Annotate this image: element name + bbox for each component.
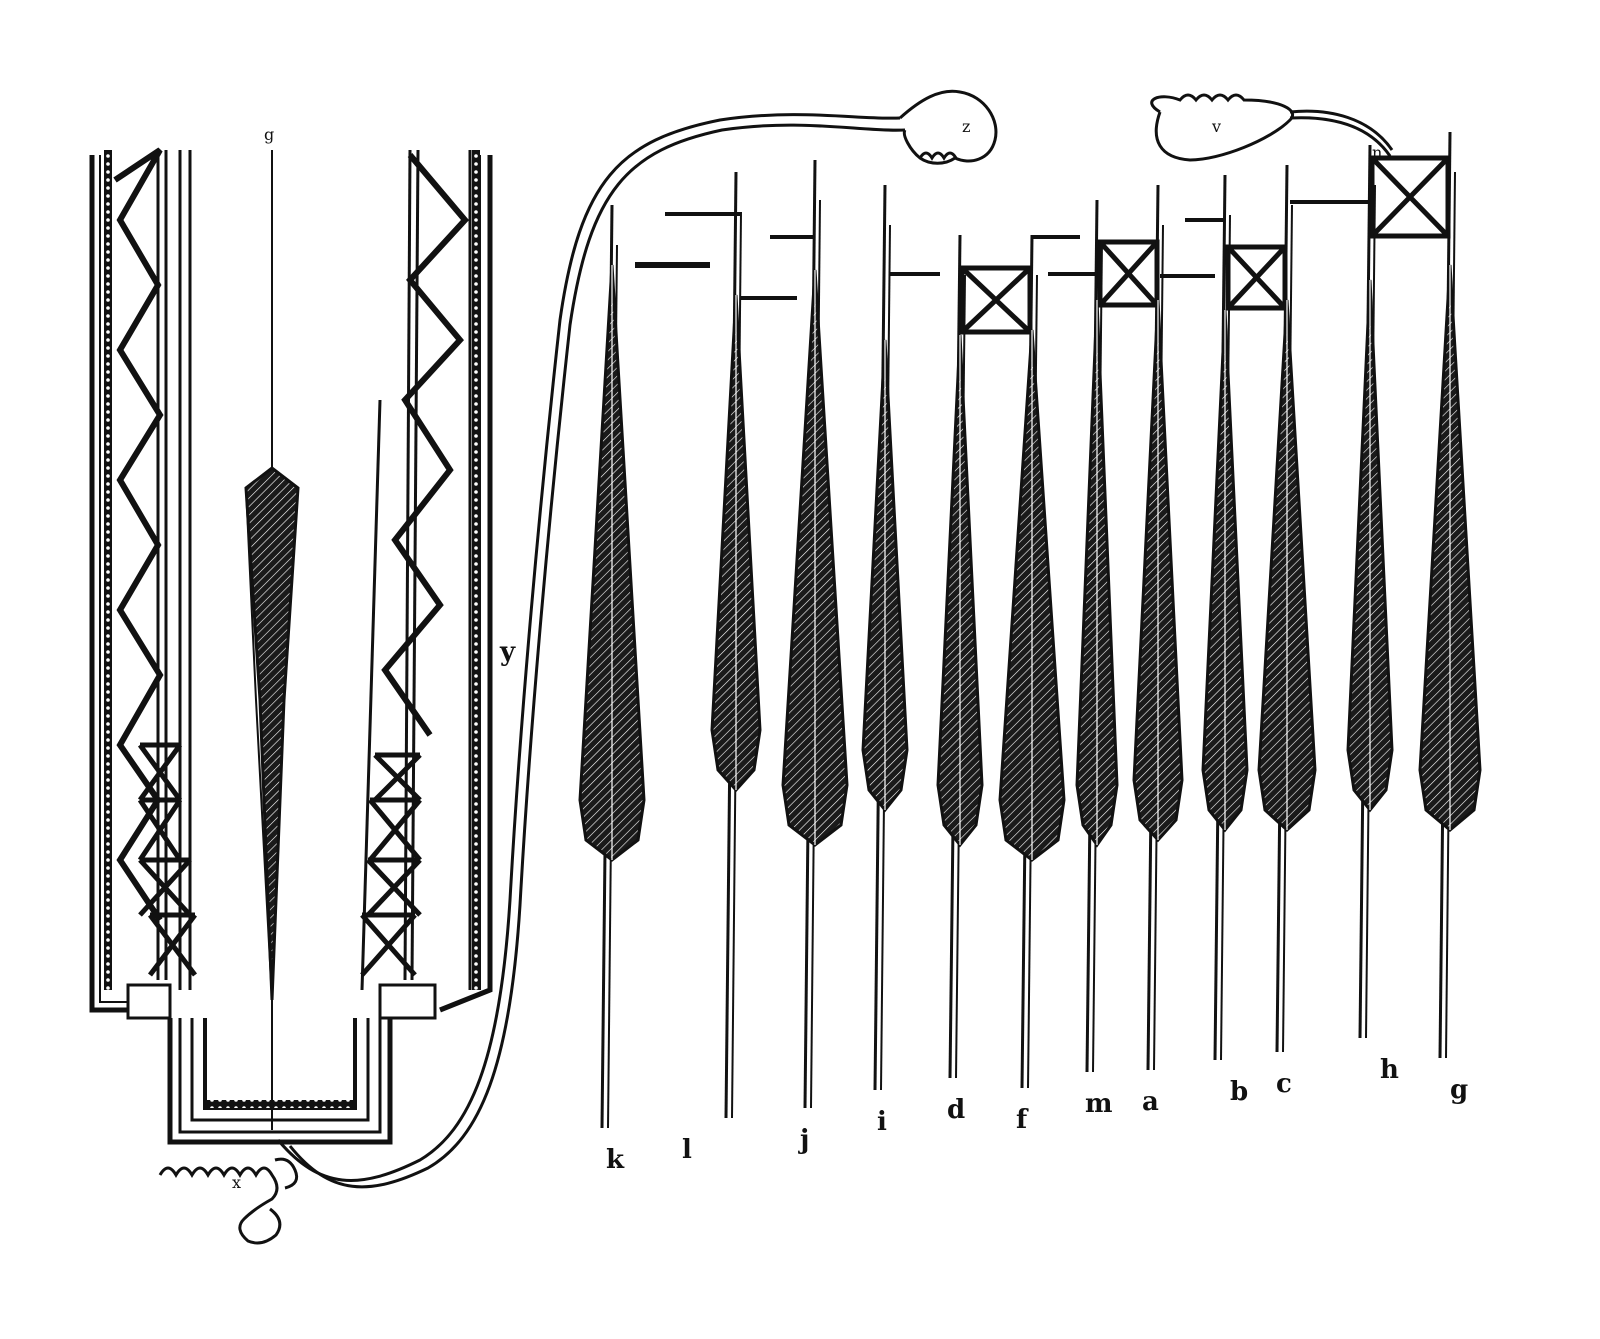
coil-x (158, 1157, 299, 1245)
label-x: x (232, 1173, 241, 1192)
spear-rod (578, 204, 646, 1129)
label-n: n (1372, 143, 1382, 162)
spear-rod (1257, 164, 1317, 1053)
crossbar-flag (1185, 218, 1225, 222)
spear-rod (1132, 184, 1184, 1071)
spear-rod (1418, 131, 1482, 1059)
cross-braced-frame (1097, 239, 1160, 308)
label-g-top: g (264, 125, 274, 144)
rod-label: a (1142, 1087, 1159, 1117)
crossbar-flag (1160, 274, 1215, 278)
rod-label: c (1276, 1069, 1292, 1099)
crossbar-flag (740, 296, 797, 300)
cross-braced-frame (959, 265, 1033, 335)
center-rod-g (244, 150, 300, 1130)
spear-rod (781, 159, 849, 1109)
rod-label: i (877, 1107, 887, 1137)
wire-y (276, 113, 906, 1189)
crossbar-flag (1033, 235, 1080, 239)
rod-label: j (798, 1125, 809, 1155)
rod-label: m (1085, 1089, 1113, 1119)
rod-label: l (682, 1135, 692, 1165)
rod-label: d (947, 1095, 965, 1125)
spear-rod (936, 234, 984, 1079)
rod-label: k (606, 1145, 625, 1175)
label-v: v (1211, 117, 1221, 136)
spear-rod (861, 184, 909, 1091)
spear-rod (998, 234, 1066, 1089)
spear-rod (710, 171, 762, 1119)
cross-braced-frame (1225, 244, 1288, 311)
cross-braced-frame (1369, 155, 1451, 239)
spear-rod (1075, 199, 1119, 1073)
rod-label: h (1380, 1055, 1399, 1085)
bulb-z (898, 89, 998, 165)
crossbar-flag (1290, 200, 1368, 204)
crossbar-flag (1048, 272, 1095, 276)
rod-label: b (1230, 1077, 1248, 1107)
label-z: z (962, 117, 970, 136)
crossbar-flag (770, 235, 815, 239)
crossbar-flag (890, 272, 940, 276)
spear-rod (1201, 174, 1249, 1061)
rod-label: f (1016, 1105, 1029, 1135)
crossbar-flag (665, 212, 740, 216)
label-y: y (499, 637, 516, 667)
u-frame (89, 147, 493, 1145)
rod-label: g (1450, 1075, 1468, 1105)
bulb-v (1150, 93, 1394, 162)
spear-rod (1346, 144, 1394, 1039)
crossbar-flag (635, 262, 710, 268)
